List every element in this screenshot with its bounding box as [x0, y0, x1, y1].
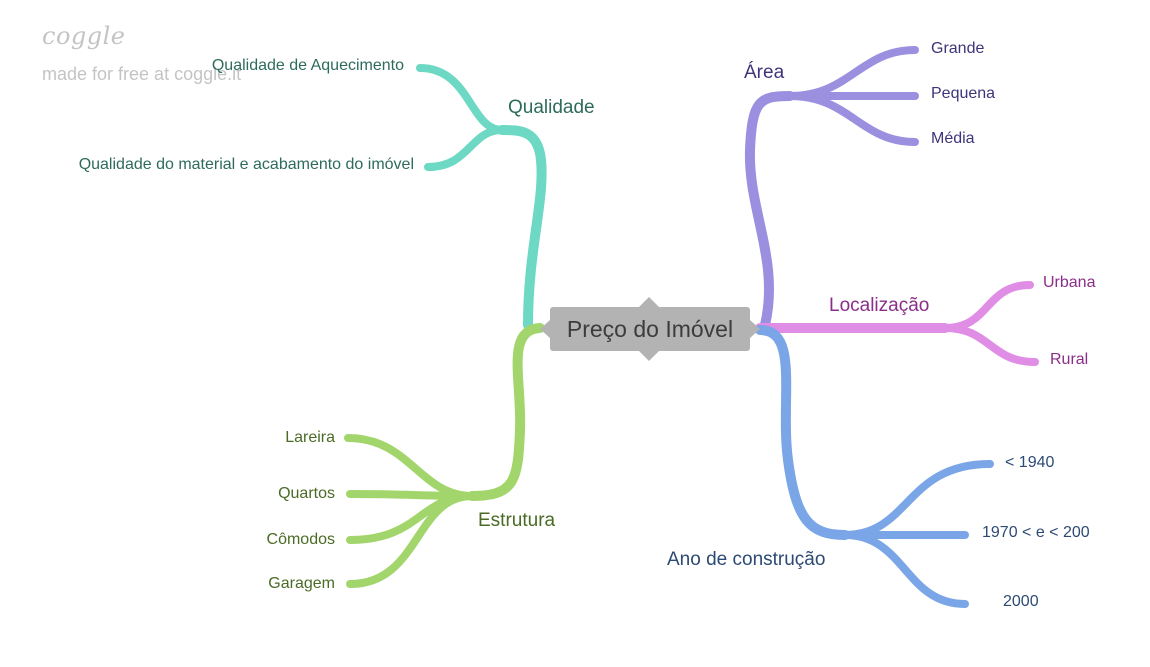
connector-area-media [786, 92, 919, 146]
node-localizacao-urbana[interactable]: Urbana [1043, 274, 1096, 291]
watermark-text: made for free at coggle.it [42, 64, 242, 84]
connector-area-grande [786, 46, 919, 100]
connector-localizacao-rural [941, 324, 1039, 366]
central-bottom-marker [639, 351, 659, 361]
central-node[interactable]: Preço do Imóvel [550, 307, 750, 351]
connector-ano-2000 [841, 531, 969, 608]
node-area[interactable]: Área [744, 62, 785, 83]
node-ano-2000[interactable]: 2000 [1003, 593, 1039, 610]
node-ano-1970[interactable]: 1970 < e < 200 [982, 524, 1090, 541]
connector-qualidade-material [424, 126, 506, 171]
node-estrutura[interactable]: Estrutura [478, 510, 556, 531]
node-localizacao-rural[interactable]: Rural [1050, 351, 1089, 368]
node-estrutura-comodos[interactable]: Cômodos [266, 531, 335, 548]
connector-qualidade [497, 125, 547, 330]
connector-estrutura-lareira [344, 434, 476, 500]
coggle-logo: coggle [42, 22, 126, 50]
node-estrutura-lareira[interactable]: Lareira [285, 429, 335, 446]
connector-area [744, 91, 795, 330]
connector-localizacao-urbana [941, 281, 1034, 332]
connector-estrutura [467, 323, 545, 501]
central-right-marker [750, 320, 760, 338]
connector-qualidade-aquecimento [416, 64, 506, 134]
node-area-pequena[interactable]: Pequena [931, 85, 996, 102]
node-estrutura-garagem[interactable]: Garagem [268, 575, 335, 592]
node-estrutura-quartos[interactable]: Quartos [278, 485, 335, 502]
node-area-media[interactable]: Média [931, 130, 975, 147]
node-ano-1940[interactable]: < 1940 [1005, 454, 1055, 471]
connector-estrutura-garagem [346, 492, 476, 588]
node-qualidade[interactable]: Qualidade [508, 97, 595, 118]
node-ano[interactable]: Ano de construção [667, 549, 826, 570]
node-qualidade-material[interactable]: Qualidade do material e acabamento do im… [78, 156, 414, 173]
node-area-grande[interactable]: Grande [931, 40, 985, 57]
central-left-marker [540, 320, 550, 338]
connector-ano [755, 325, 850, 540]
central-top-marker [639, 297, 659, 307]
connector-ano-1940 [841, 460, 994, 539]
node-localizacao[interactable]: Localização [829, 295, 930, 316]
node-qualidade-aquecimento[interactable]: Qualidade de Aquecimento [211, 57, 404, 74]
